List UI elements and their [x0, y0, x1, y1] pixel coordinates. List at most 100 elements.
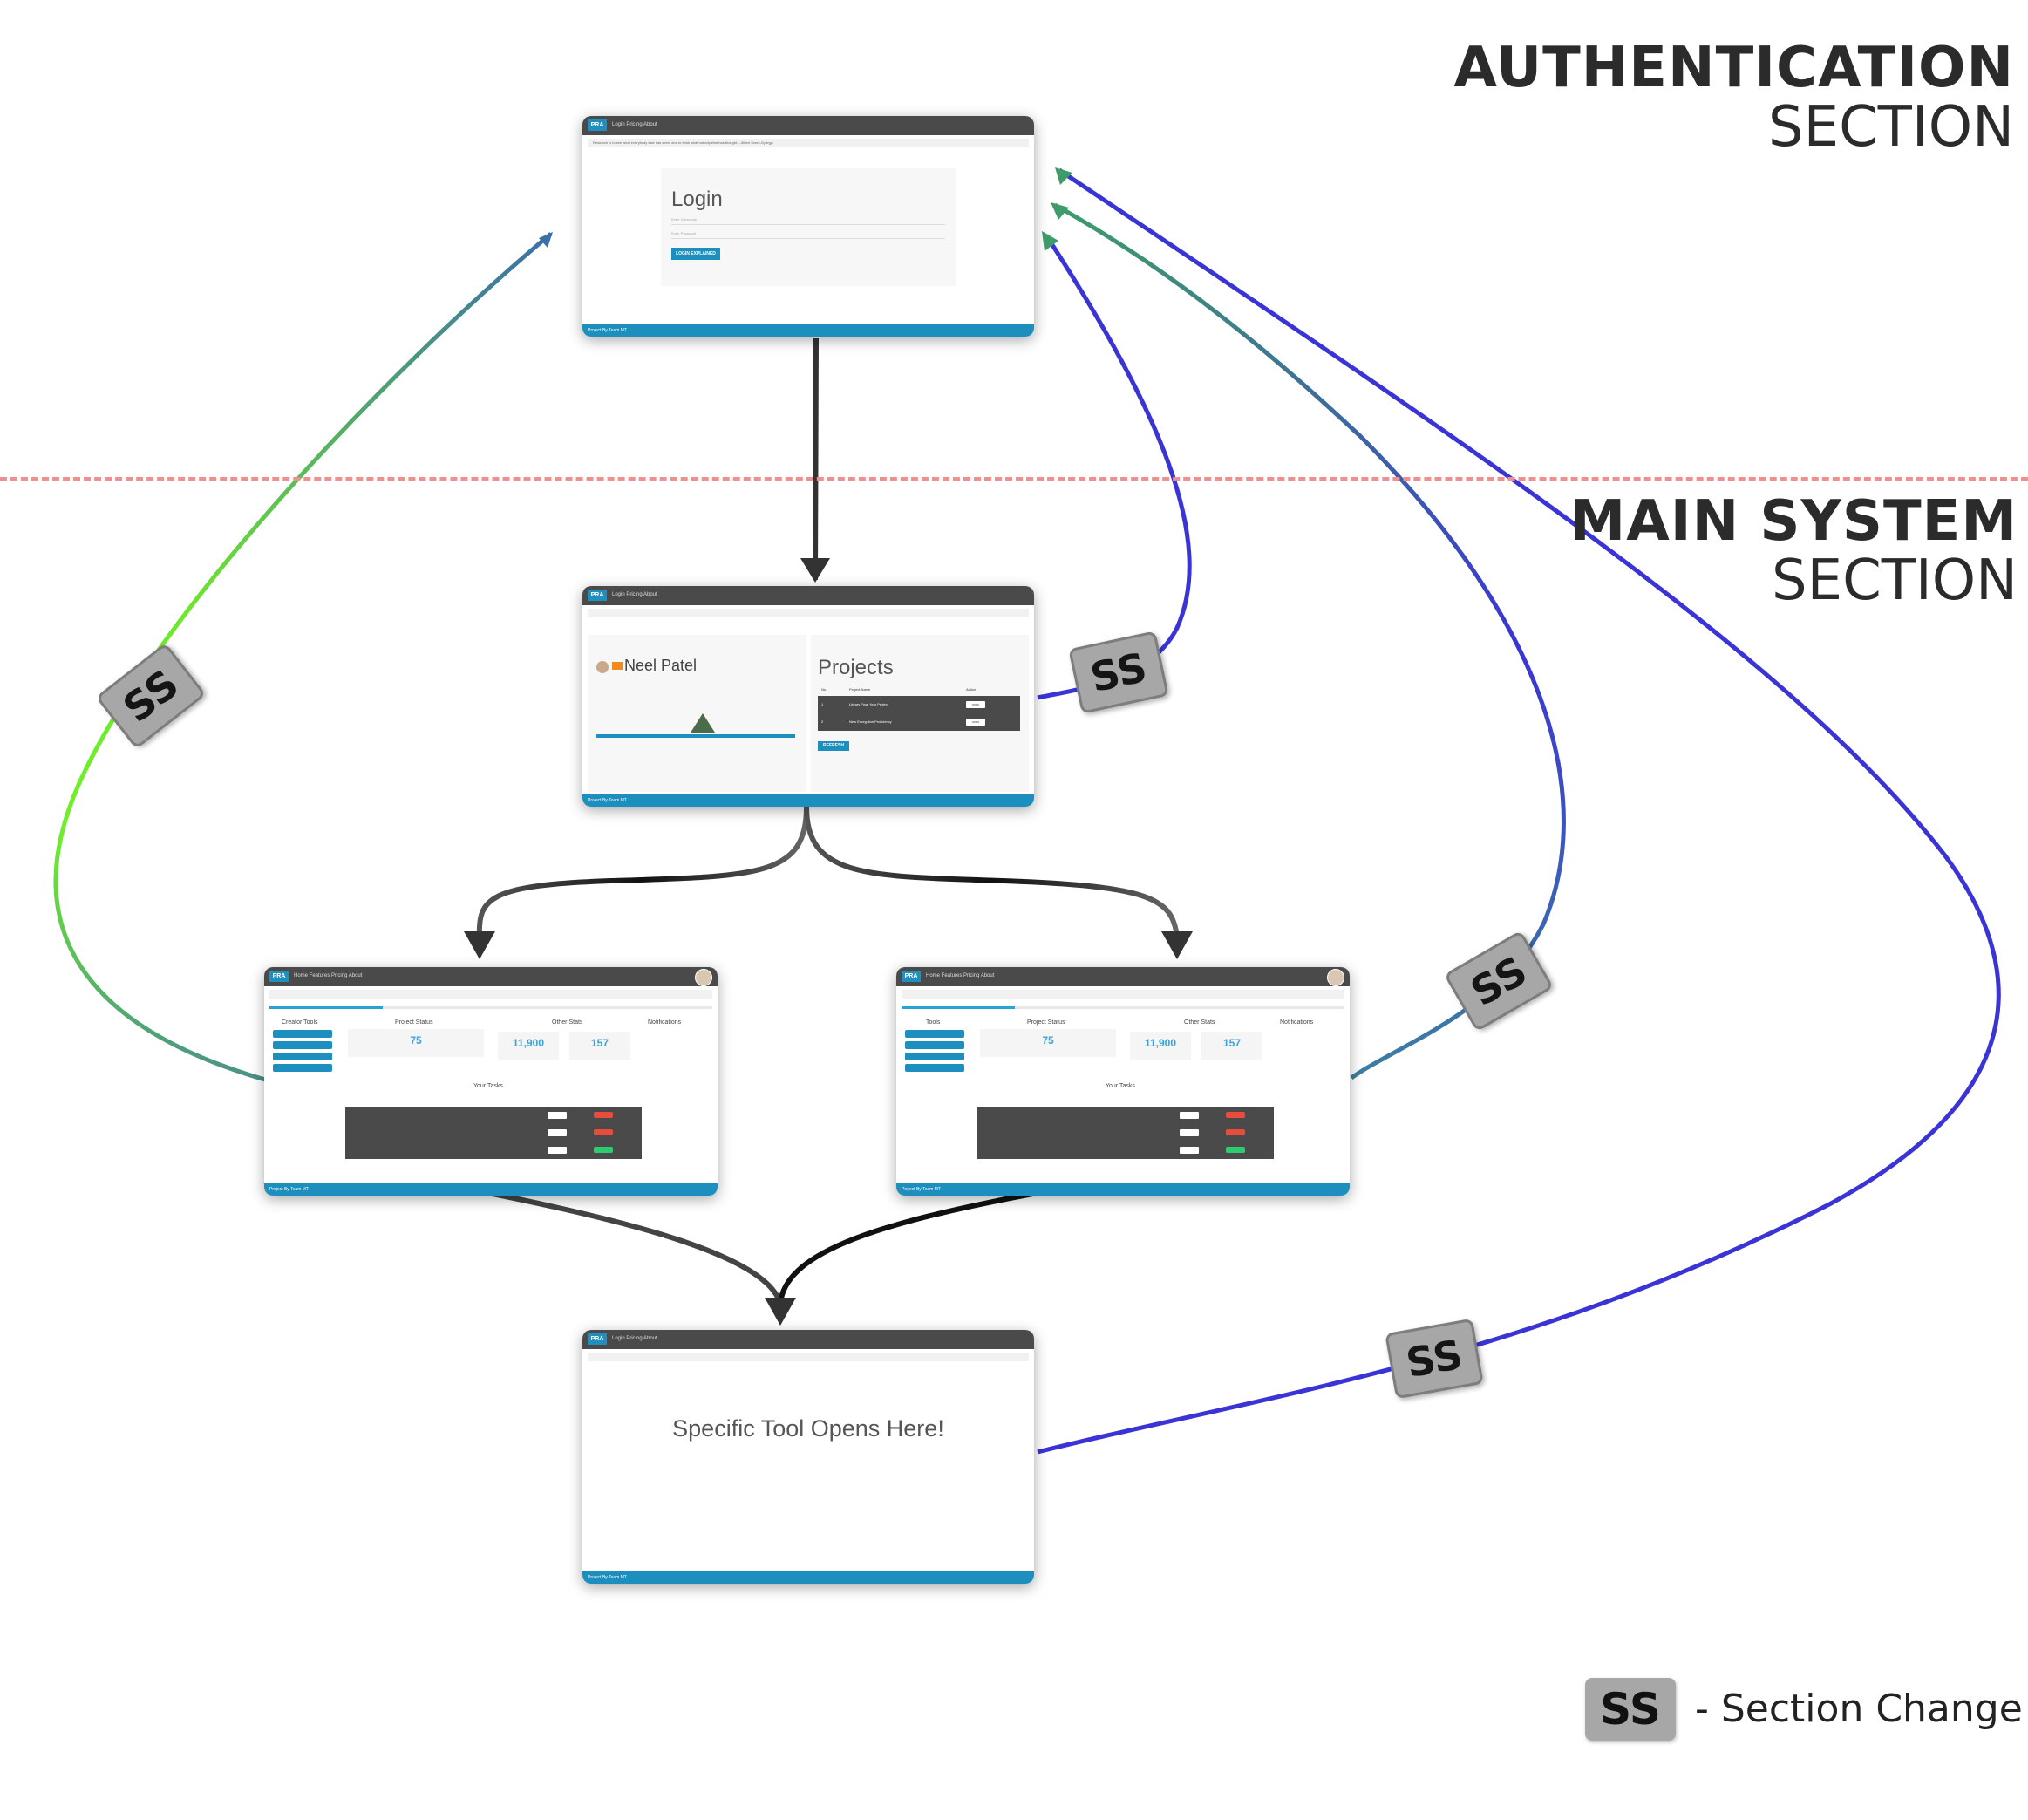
table-row: 1 Library Final Year Project OPEN — [818, 696, 1020, 713]
arrow-member-to-tool — [778, 1190, 1038, 1305]
arrow-login-to-profile — [813, 337, 819, 581]
action-button — [548, 1129, 567, 1136]
link-tool-to-login — [1037, 167, 2001, 1455]
dashboard-member-screen: PRA Home Features Pricing About Tools Pr… — [896, 967, 1350, 1196]
stat-card: 11,900 — [1130, 1032, 1191, 1060]
table-row — [977, 1124, 1274, 1142]
tool-button — [905, 1030, 964, 1038]
tool-button — [273, 1064, 332, 1072]
status-value: 75 — [1042, 1034, 1054, 1046]
nav-links: Home Features Pricing About — [926, 973, 995, 978]
stat-card: 11,900 — [498, 1032, 559, 1060]
action-button — [1180, 1112, 1199, 1119]
navbar: PRA Login Pricing About — [582, 586, 1034, 605]
tool-button — [273, 1053, 332, 1060]
tool-screen: PRA Login Pricing About Specific Tool Op… — [582, 1330, 1034, 1584]
nav-links: Home Features Pricing About — [294, 973, 363, 978]
nav-links: Login Pricing About — [612, 1336, 657, 1341]
section-divider — [0, 477, 2028, 481]
navbar: PRA Home Features Pricing About — [896, 967, 1350, 986]
quote-banner — [588, 609, 1029, 617]
status-badge — [594, 1129, 613, 1135]
nav-links: Login Pricing About — [612, 122, 657, 127]
breadcrumb — [269, 990, 712, 999]
notifications-label: Notifications — [648, 1019, 682, 1026]
tool-button — [905, 1041, 964, 1049]
profile-name: Neel Patel — [624, 657, 698, 674]
table-row — [345, 1142, 642, 1159]
navbar: PRA Home Features Pricing About — [264, 967, 718, 986]
breadcrumb — [902, 990, 1344, 999]
projects-title: Projects — [818, 656, 894, 679]
brand-logo: PRA — [588, 590, 607, 601]
brand-logo: PRA — [269, 971, 289, 982]
arrow-profile-to-creator — [476, 806, 809, 938]
quote-banner: Research is to see what everybody else h… — [588, 139, 1029, 147]
table-row — [345, 1107, 642, 1124]
avatar — [1327, 969, 1344, 986]
link-profile-to-login — [1037, 234, 1192, 700]
footer: Project By Team MT — [582, 324, 1034, 337]
tool-placeholder-text: Specific Tool Opens Here! — [672, 1415, 944, 1442]
project-status-label: Project Status — [395, 1019, 433, 1026]
row-name: Library Final Year Project — [849, 702, 888, 706]
row-no: 1 — [821, 702, 824, 706]
tasks-title: Your Tasks — [1106, 1083, 1135, 1089]
stat-card: 157 — [1201, 1032, 1262, 1060]
main-section-heading: MAIN SYSTEM SECTION — [1570, 494, 2018, 609]
status-value: 75 — [410, 1034, 422, 1046]
status-badge — [1226, 1147, 1245, 1153]
progress-track — [269, 1006, 712, 1009]
projects-table-header: No. Project Name Action — [818, 687, 1020, 695]
status-badge — [1226, 1129, 1245, 1135]
refresh-button: REFRESH — [818, 741, 849, 751]
navbar: PRA Login Pricing About — [582, 116, 1034, 135]
footer: Project By Team MT — [896, 1183, 1350, 1196]
legend-badge: SS — [1585, 1678, 1676, 1741]
brand-logo: PRA — [588, 119, 607, 131]
legend-text: - Section Change — [1695, 1687, 2023, 1731]
tools-label: Creator Tools — [282, 1019, 318, 1026]
row-no: 2 — [821, 719, 824, 724]
status-badge — [594, 1147, 613, 1153]
username-field: Enter Username — [671, 215, 945, 225]
main-heading-light: SECTION — [1772, 549, 2018, 613]
footer: Project By Team MT — [582, 1571, 1034, 1584]
progress-bar — [902, 1006, 1015, 1009]
tool-button — [905, 1053, 964, 1060]
other-stats-label: Other Stats — [1184, 1019, 1215, 1026]
notifications-label: Notifications — [1280, 1019, 1314, 1026]
tool-button — [905, 1064, 964, 1072]
brand-logo: PRA — [902, 971, 921, 982]
auth-heading-bold: AUTHENTICATION — [1453, 36, 2014, 100]
auth-section-heading: AUTHENTICATION SECTION — [1454, 40, 2014, 155]
table-row — [977, 1107, 1274, 1124]
header-no: No. — [821, 687, 827, 692]
tasks-table — [977, 1107, 1274, 1159]
tool-button — [273, 1030, 332, 1038]
status-badge — [1226, 1112, 1245, 1118]
action-button — [1180, 1129, 1199, 1136]
avatar — [596, 661, 609, 673]
badge-icon — [612, 662, 623, 670]
action-button — [548, 1147, 567, 1154]
stat-value: 157 — [1222, 1037, 1242, 1049]
tool-button — [273, 1041, 332, 1049]
login-button: LOGIN EXPLAINED — [671, 248, 720, 260]
stat-card: 157 — [569, 1032, 630, 1060]
login-title: Login — [671, 187, 723, 211]
projects-panel: Projects No. Project Name Action 1 Libra… — [811, 635, 1029, 792]
tools-label: Tools — [926, 1019, 941, 1026]
login-panel: Login Enter Username Enter Password LOGI… — [661, 168, 956, 286]
footer: Project By Team MT — [264, 1183, 718, 1196]
tasks-title: Your Tasks — [473, 1083, 503, 1089]
stat-value: 157 — [590, 1037, 609, 1049]
project-status-card: 75 — [980, 1029, 1116, 1057]
auth-heading-light: SECTION — [1768, 95, 2014, 160]
navbar: PRA Login Pricing About — [582, 1330, 1034, 1349]
table-row — [345, 1124, 642, 1142]
footer: Project By Team MT — [582, 794, 1034, 807]
other-stats-label: Other Stats — [552, 1019, 583, 1026]
login-screen: PRA Login Pricing About Research is to s… — [582, 116, 1034, 337]
profile-screen: PRA Login Pricing About Neel Patel Proje… — [582, 586, 1034, 807]
